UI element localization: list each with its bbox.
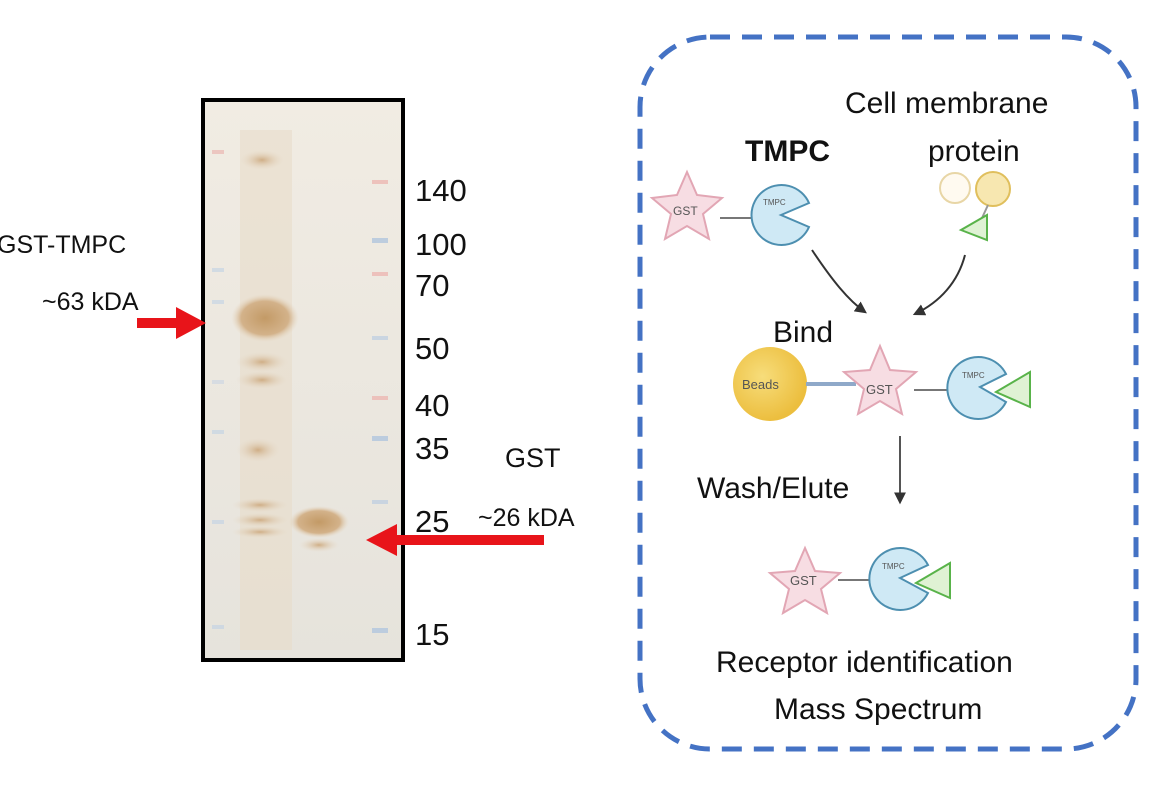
- workflow-dashed-border: [637, 34, 1139, 752]
- gst-star-icon: [841, 343, 919, 417]
- tmpc-pacman-icon: [750, 184, 811, 246]
- gst-star-text: GST: [866, 382, 893, 397]
- label-tmpc: TMPC: [745, 135, 830, 168]
- gst-star-icon: [649, 169, 725, 242]
- band-gst-tmpc: [231, 294, 299, 342]
- gst-star-icon: [767, 545, 843, 616]
- label-cell-membrane: Cell membrane: [845, 87, 1048, 120]
- marker-lane-right: [372, 180, 388, 633]
- gel-image: [201, 98, 405, 662]
- marker-label-40: 40: [415, 388, 449, 423]
- tmpc-pacman-text: TMPC: [962, 371, 985, 380]
- marker-label-15: 15: [415, 617, 449, 652]
- tmpc-pacman-text: TMPC: [763, 198, 786, 207]
- red-arrow-right: [366, 524, 544, 556]
- beads-icon: [733, 347, 807, 421]
- membrane-protein-circle-icon: [975, 171, 1011, 207]
- marker-label-25: 25: [415, 504, 449, 539]
- annotation-gst: GST ~26 kDA: [366, 443, 575, 556]
- sample-lane-gst-tmpc: [231, 130, 299, 650]
- mw-marker-labels: 140 100 70 50 40 35 25 15: [415, 173, 467, 652]
- label-wash-elute: Wash/Elute: [697, 472, 849, 505]
- annotation-gst-size: ~26 kDA: [478, 504, 575, 532]
- red-arrow-left: [137, 307, 206, 339]
- tmpc-pacman-icon: [946, 356, 1008, 420]
- gst-tmpc-construct: GST TMPC: [649, 169, 811, 246]
- tmpc-pacman-icon: [868, 547, 930, 611]
- annotation-gst-tmpc: GST-TMPC ~63 kDA: [0, 231, 206, 339]
- annotation-gst-tmpc-size: ~63 kDA: [42, 288, 139, 316]
- bind-arrow-left: [811, 249, 867, 314]
- label-receptor-identification: Receptor identification: [716, 646, 1013, 679]
- marker-label-50: 50: [415, 331, 449, 366]
- marker-label-140: 140: [415, 173, 467, 208]
- marker-label-35: 35: [415, 431, 449, 466]
- bind-arrow-right: [912, 254, 966, 316]
- sample-lane-gst: [289, 506, 349, 552]
- marker-label-100: 100: [415, 227, 467, 262]
- gst-star-text: GST: [790, 573, 817, 588]
- bound-complex: Beads GST TMPC: [733, 343, 1031, 421]
- band-gst: [289, 506, 349, 538]
- receptor-triangle-icon: [958, 213, 988, 242]
- marker-lane-left: [212, 150, 224, 629]
- receptor-triangle-icon: [993, 370, 1031, 409]
- membrane-protein-circle-icon: [939, 172, 971, 204]
- label-protein: protein: [928, 135, 1020, 168]
- label-mass-spectrum: Mass Spectrum: [774, 693, 982, 726]
- receptor-triangle-icon: [913, 561, 951, 600]
- gst-star-text: GST: [673, 204, 698, 218]
- label-bind: Bind: [773, 316, 833, 349]
- eluted-complex: GST TMPC: [767, 545, 951, 616]
- annotation-gst-tmpc-name: GST-TMPC: [0, 231, 126, 259]
- marker-label-70: 70: [415, 268, 449, 303]
- beads-text: Beads: [742, 377, 779, 392]
- gel-border: [201, 98, 405, 662]
- annotation-gst-name: GST: [505, 443, 561, 473]
- membrane-protein: [939, 171, 1011, 242]
- tmpc-pacman-text: TMPC: [882, 562, 905, 571]
